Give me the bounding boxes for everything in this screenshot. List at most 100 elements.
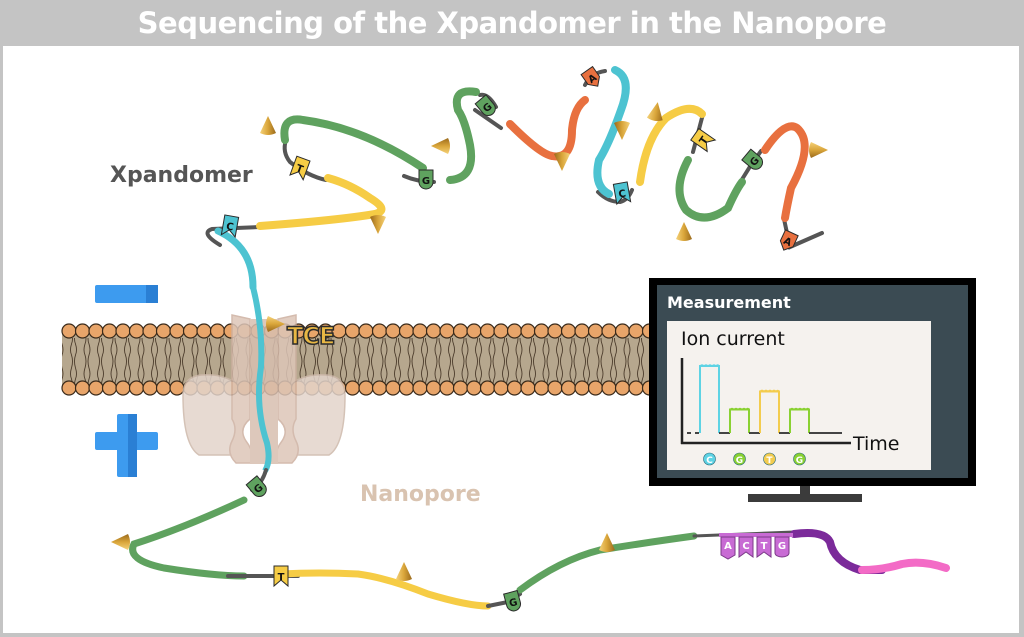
lipid-head xyxy=(562,381,576,395)
pink-tail xyxy=(862,563,946,570)
lipid-head xyxy=(535,381,549,395)
minus-icon-shade xyxy=(146,285,158,303)
tce-cone-icon xyxy=(260,116,276,135)
lipid-head xyxy=(575,324,589,338)
lipid-head xyxy=(373,324,387,338)
lipid-head xyxy=(197,324,211,338)
strand-segment-t xyxy=(260,178,381,226)
cone-shape xyxy=(111,534,130,550)
strand-segment-a xyxy=(510,100,585,156)
cone-shape xyxy=(260,116,276,135)
base-tag-t: T xyxy=(274,566,288,586)
lipid-head xyxy=(440,381,454,395)
lipid-head xyxy=(535,324,549,338)
primer-tag-g: G xyxy=(775,537,789,557)
lipid-head xyxy=(89,381,103,395)
lipid-head xyxy=(346,381,360,395)
cone-shape xyxy=(676,222,692,241)
strand-segment-g xyxy=(450,91,476,180)
lipid-head xyxy=(116,324,130,338)
lipid-head xyxy=(616,324,630,338)
base-tag-a: A xyxy=(777,230,798,253)
purple-adapter xyxy=(794,533,882,570)
base-call-labels: CGTG xyxy=(704,453,806,466)
base-tag-g: G xyxy=(419,170,433,189)
lipid-head xyxy=(548,381,562,395)
pulse-noise xyxy=(730,409,749,410)
lipid-head xyxy=(143,381,157,395)
lipid-head xyxy=(359,324,373,338)
monitor-bezel: Measurement Ion current Time CGTG xyxy=(657,285,968,478)
tag-letter: G xyxy=(422,176,430,187)
chart-ylabel: Ion current xyxy=(681,328,785,350)
tce-cone-icon xyxy=(396,562,412,581)
lipid-head xyxy=(184,324,198,338)
lipid-head xyxy=(521,324,535,338)
monitor-title: Measurement xyxy=(667,293,791,312)
lipid-head xyxy=(548,324,562,338)
primer-letter: T xyxy=(761,541,768,552)
lipid-head xyxy=(427,324,441,338)
tce-cone-icon xyxy=(554,152,570,171)
cone-shape xyxy=(809,142,828,158)
lipid-head xyxy=(521,381,535,395)
primer-bar xyxy=(719,533,793,537)
lipid-head xyxy=(454,381,468,395)
lipid-head xyxy=(157,381,171,395)
title-bar: Sequencing of the Xpandomer in the Nanop… xyxy=(0,0,1024,46)
lipid-head xyxy=(467,324,481,338)
pore-wall-left xyxy=(230,315,253,463)
lipid-head xyxy=(89,324,103,338)
cone-shape xyxy=(370,215,386,234)
lipid-head xyxy=(508,324,522,338)
base-call-label: G xyxy=(736,456,743,466)
lipid-head xyxy=(481,324,495,338)
tag-letter: T xyxy=(278,572,285,583)
nanopore-label: Nanopore xyxy=(360,482,481,507)
lipid-head xyxy=(400,324,414,338)
lipid-head xyxy=(346,324,360,338)
lipid-head xyxy=(454,324,468,338)
base-tag-g: G xyxy=(246,476,269,500)
lipid-head xyxy=(629,324,643,338)
lipid-tails xyxy=(62,338,652,384)
primer-letter: C xyxy=(742,541,749,552)
lipid-head xyxy=(589,324,603,338)
minus-sign xyxy=(95,285,158,303)
tce-cone-icon xyxy=(431,138,450,154)
current-pulse-g xyxy=(790,410,809,433)
lipid-head xyxy=(629,381,643,395)
lipid-head xyxy=(157,324,171,338)
lipid-head xyxy=(103,381,117,395)
tce-cone-icon xyxy=(111,534,130,550)
lipid-head xyxy=(373,381,387,395)
pulse-noise xyxy=(790,409,809,410)
tce-label: TCE xyxy=(287,322,334,350)
lipid-head xyxy=(116,381,130,395)
cone-shape xyxy=(396,562,412,581)
lipid-head xyxy=(602,381,616,395)
strand-segment-c xyxy=(218,231,253,287)
lipid-head xyxy=(616,381,630,395)
pulse-noise xyxy=(760,390,779,391)
lipid-head xyxy=(440,324,454,338)
plus-icon-shade xyxy=(128,414,137,477)
lipid-head xyxy=(508,381,522,395)
base-tag-t: T xyxy=(290,156,310,180)
lipid-head xyxy=(562,324,576,338)
lipid-head xyxy=(481,381,495,395)
lipid-head xyxy=(170,324,184,338)
current-pulse-t xyxy=(760,391,779,433)
lipid-head xyxy=(494,324,508,338)
lipid-head xyxy=(467,381,481,395)
measurement-monitor: Measurement Ion current Time CGTG xyxy=(649,278,976,486)
base-call-label: T xyxy=(766,456,773,466)
lipid-head xyxy=(62,324,76,338)
lipid-head xyxy=(130,381,144,395)
lipid-head xyxy=(76,324,90,338)
lipid-head xyxy=(589,381,603,395)
lipid-head xyxy=(602,324,616,338)
ion-current-chart: Ion current Time CGTG xyxy=(667,321,931,470)
tce-cone-icon xyxy=(676,222,692,241)
strand-segment-t xyxy=(280,573,488,606)
